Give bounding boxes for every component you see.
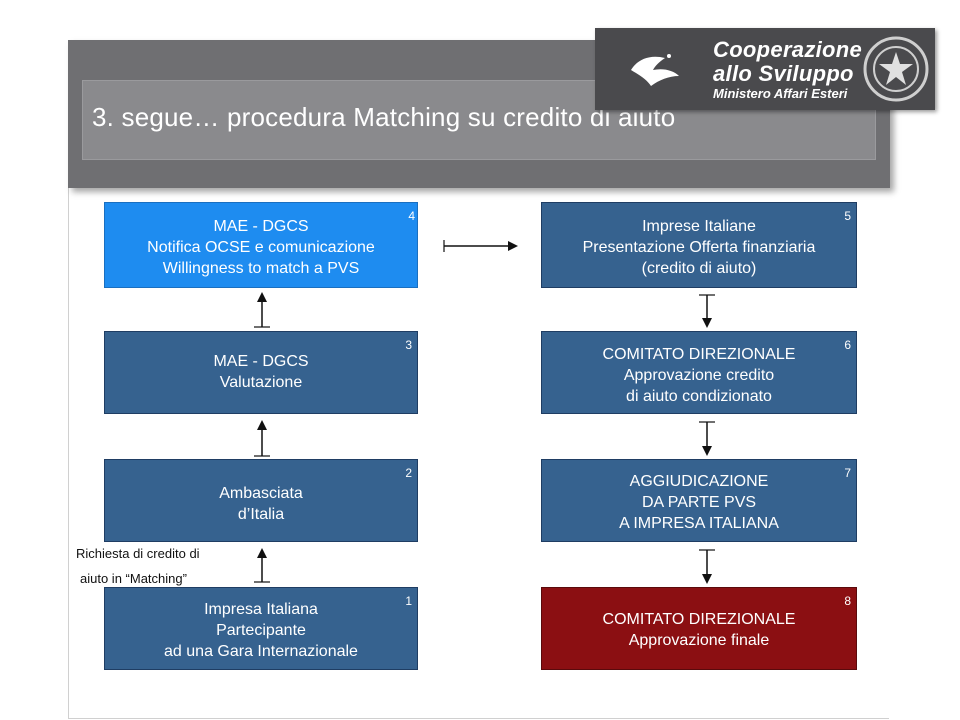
box-6-line-1: COMITATO DIREZIONALE [602,346,796,363]
step-number-1: 1 [405,594,412,608]
box-5-line-1: Imprese Italiane [642,218,756,235]
box-step-8: COMITATO DIREZIONALE Approvazione finale… [541,587,857,670]
title-bar [68,40,890,188]
box-step-4: MAE - DGCS Notifica OCSE e comunicazione… [104,202,418,288]
step-number-7: 7 [844,466,851,480]
box-6-line-3: di aiuto condizionato [626,388,772,405]
box-7-line-1: AGGIUDICAZIONE [629,473,769,490]
box-1-line-3: ad una Gara Internazionale [164,643,358,660]
box-2-line-1: Ambasciata [219,485,303,502]
box-8-line-1: COMITATO DIREZIONALE [602,611,796,628]
box-5-line-2: Presentazione Offerta finanziaria [582,239,816,256]
box-7-line-2: DA PARTE PVS [641,494,757,511]
dove-icon [631,54,679,86]
box-4-line-3: Willingness to match a PVS [162,260,360,277]
logo-line-3: Ministero Affari Esteri [713,86,848,101]
box-1-line-1: Impresa Italiana [204,601,318,618]
box-4-line-2: Notifica OCSE e comunicazione [147,239,375,256]
box-4-line-1: MAE - DGCS [213,218,309,235]
box-8-line-2: Approvazione finale [628,632,770,649]
step-number-6: 6 [844,338,851,352]
box-step-3: MAE - DGCS Valutazione 3 [104,331,418,414]
page-title: 3. segue… procedura Matching su credito … [92,102,676,132]
box-step-2: Ambasciata d’Italia 2 [104,459,418,542]
box-3-line-1: MAE - DGCS [213,353,309,370]
step-number-8: 8 [844,594,851,608]
logo-line-2: allo Sviluppo [713,61,854,86]
ministry-logo: Cooperazione allo Sviluppo Ministero Aff… [595,28,935,110]
box-7-line-3: A IMPRESA ITALIANA [619,515,779,532]
box-step-6: COMITATO DIREZIONALE Approvazione credit… [541,331,857,414]
slide-frame [68,78,889,719]
box-step-7: AGGIUDICAZIONE DA PARTE PVS A IMPRESA IT… [541,459,857,542]
step-number-3: 3 [405,338,412,352]
side-label-line-2: aiuto in “Matching” [80,571,187,586]
box-1-line-2: Partecipante [216,622,306,639]
box-3-line-2: Valutazione [219,374,303,391]
box-6-line-2: Approvazione credito [623,367,775,384]
step-number-2: 2 [405,466,412,480]
box-5-line-3: (credito di aiuto) [641,260,757,277]
step-number-4: 4 [408,209,415,223]
box-step-5: Imprese Italiane Presentazione Offerta f… [541,202,857,288]
box-2-line-2: d’Italia [237,506,285,523]
side-label-line-1: Richiesta di credito di [76,546,200,561]
italian-emblem-icon [863,36,929,102]
logo-line-1: Cooperazione [713,37,863,62]
box-step-1: Impresa Italiana Partecipante ad una Gar… [104,587,418,670]
step-number-5: 5 [844,209,851,223]
